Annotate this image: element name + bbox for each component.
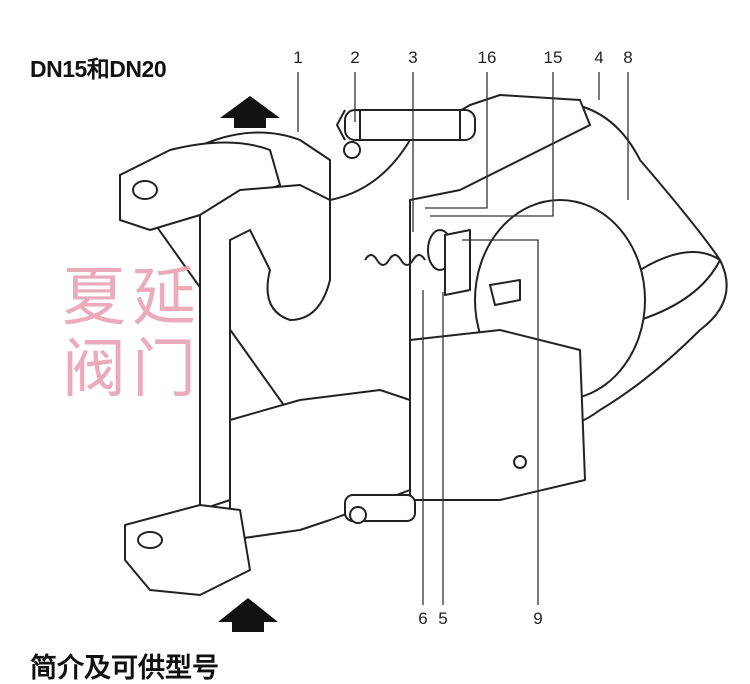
plate-hole — [513, 455, 527, 469]
callout-6: 6 — [418, 609, 428, 628]
callout-15: 15 — [543, 48, 563, 67]
body-center — [199, 184, 331, 511]
flange-bottom — [124, 504, 251, 596]
flow-arrow-up-bottom — [218, 598, 278, 632]
bolt-top — [344, 109, 476, 141]
lever — [444, 229, 471, 296]
leader-lines — [297, 72, 629, 605]
callout-3: 3 — [408, 48, 418, 67]
callout-5: 5 — [438, 609, 448, 628]
diagram-title: DN15和DN20 — [30, 56, 167, 82]
callout-16: 16 — [477, 48, 497, 67]
callout-1: 1 — [293, 48, 303, 67]
callout-9: 9 — [533, 609, 543, 628]
callout-8: 8 — [623, 48, 633, 67]
section-heading: 简介及可供型号 — [30, 653, 219, 684]
callout-2: 2 — [350, 48, 360, 67]
flow-arrow-up-top — [220, 96, 280, 128]
cover-rim — [639, 251, 721, 321]
spring — [364, 254, 426, 266]
watermark-line1: 夏延 — [62, 261, 202, 335]
watermark-line2: 阀门 — [62, 333, 202, 407]
flange-hole-bottom — [137, 531, 163, 549]
callout-4: 4 — [594, 48, 604, 67]
flange-hole-top — [132, 180, 158, 200]
cover-plate — [409, 329, 586, 501]
